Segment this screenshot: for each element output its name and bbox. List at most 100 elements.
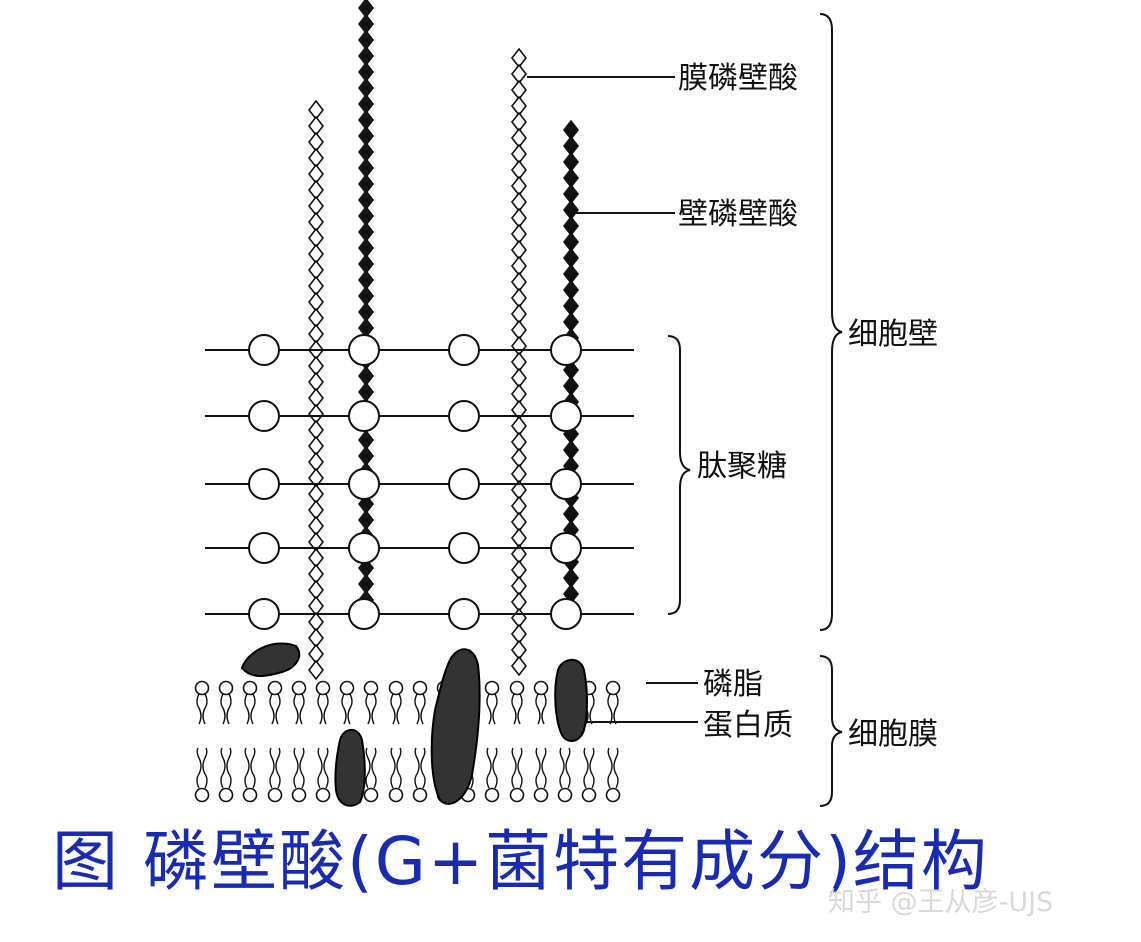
phospholipid-head bbox=[484, 680, 500, 696]
phospholipid-tail bbox=[414, 747, 420, 789]
phospholipid-tail bbox=[299, 747, 305, 789]
peptidoglycan-unit bbox=[550, 532, 582, 564]
phospholipid-head bbox=[315, 680, 331, 696]
phospholipid-tail bbox=[420, 747, 426, 789]
phospholipid-tail bbox=[202, 693, 208, 725]
phospholipid-tail bbox=[202, 747, 208, 789]
label-cell-wall: 细胞壁 bbox=[848, 317, 938, 352]
phospholipid-tail bbox=[196, 747, 202, 789]
open-diamond-unit bbox=[307, 659, 325, 681]
phospholipid-tail bbox=[517, 747, 523, 789]
phospholipid-head bbox=[484, 787, 500, 803]
phospholipid-tail bbox=[613, 747, 619, 789]
peptidoglycan-unit bbox=[448, 400, 480, 432]
phospholipid-tail bbox=[250, 693, 256, 725]
phospholipid-head bbox=[605, 787, 621, 803]
phospholipid-tail bbox=[226, 747, 232, 789]
phospholipid-tail bbox=[269, 747, 275, 789]
lipoteichoic-acid-chain-1 bbox=[307, 99, 325, 681]
phospholipid-tail bbox=[244, 747, 250, 789]
phospholipid-tail bbox=[396, 693, 402, 725]
phospholipid-head bbox=[557, 787, 573, 803]
phospholipid-tail bbox=[347, 693, 353, 725]
phospholipid-tail bbox=[323, 747, 329, 789]
phospholipid-tail bbox=[250, 747, 256, 789]
peptidoglycan-unit bbox=[550, 334, 582, 366]
label-wall-teichoic-acid: 壁磷壁酸 bbox=[678, 197, 798, 232]
phospholipid-tail bbox=[293, 693, 299, 725]
figure-caption: 图 磷壁酸(G+菌特有成分)结构 bbox=[52, 823, 989, 900]
phospholipid-head bbox=[533, 787, 549, 803]
phospholipid-head bbox=[194, 787, 210, 803]
phospholipid-tail bbox=[541, 747, 547, 789]
label-peptidoglycan: 肽聚糖 bbox=[697, 449, 787, 484]
phospholipid-tail bbox=[269, 693, 275, 725]
membrane-protein-2 bbox=[334, 728, 366, 807]
phospholipid-tail bbox=[371, 747, 377, 789]
phospholipid-tail bbox=[589, 747, 595, 789]
phospholipid-tail bbox=[589, 693, 595, 725]
phospholipid-tail bbox=[535, 747, 541, 789]
phospholipid-tail bbox=[390, 693, 396, 725]
membrane-protein-4 bbox=[554, 658, 588, 742]
phospholipid-tail bbox=[414, 693, 420, 725]
peptidoglycan-unit bbox=[248, 598, 280, 630]
peptidoglycan-unit bbox=[348, 400, 380, 432]
phospholipid-tail bbox=[317, 693, 323, 725]
watermark: 知乎 @王从彦-UJS bbox=[828, 887, 1054, 918]
phospholipid-tail bbox=[492, 747, 498, 789]
phospholipid-tail bbox=[486, 747, 492, 789]
phospholipid-tail bbox=[293, 747, 299, 789]
peptidoglycan-unit bbox=[550, 400, 582, 432]
label-lipoteichoic-acid: 膜磷壁酸 bbox=[678, 61, 798, 96]
phospholipid-head bbox=[605, 680, 621, 696]
phospholipid-tail bbox=[511, 747, 517, 789]
phospholipid-tail bbox=[226, 693, 232, 725]
label-phospholipid: 磷脂 bbox=[703, 667, 763, 702]
peptidoglycan-unit bbox=[448, 468, 480, 500]
wall-teichoic-acid-chain-1 bbox=[357, 0, 375, 611]
phospholipid-tail bbox=[420, 693, 426, 725]
phospholipid-head bbox=[581, 787, 597, 803]
peptidoglycan-unit bbox=[348, 468, 380, 500]
membrane-proteins bbox=[240, 642, 588, 807]
brace-cell-wall bbox=[819, 13, 843, 631]
phospholipid-tail bbox=[220, 747, 226, 789]
peptidoglycan-unit bbox=[348, 334, 380, 366]
peptidoglycan-unit bbox=[248, 334, 280, 366]
lipoteichoic-acid-chain-2 bbox=[510, 47, 528, 677]
phospholipid-head bbox=[194, 680, 210, 696]
phospholipid-tail bbox=[613, 693, 619, 725]
peptidoglycan-unit bbox=[448, 532, 480, 564]
peptidoglycan-unit bbox=[248, 400, 280, 432]
peptidoglycan-unit bbox=[550, 468, 582, 500]
membrane-protein-3 bbox=[430, 648, 481, 805]
peptidoglycan-layer bbox=[205, 334, 634, 630]
phospholipid-tail bbox=[541, 693, 547, 725]
brace-peptidoglycan bbox=[667, 335, 691, 615]
phospholipid-head bbox=[412, 787, 428, 803]
phospholipid-tail bbox=[341, 693, 347, 725]
peptidoglycan-unit bbox=[448, 598, 480, 630]
phospholipid-head bbox=[363, 787, 379, 803]
phospholipid-head bbox=[533, 680, 549, 696]
phospholipid-head bbox=[242, 787, 258, 803]
phospholipid-head bbox=[388, 680, 404, 696]
phospholipid-head bbox=[218, 680, 234, 696]
phospholipid-head bbox=[412, 680, 428, 696]
label-cell-membrane: 细胞膜 bbox=[848, 717, 938, 752]
phospholipid-tail bbox=[607, 693, 613, 725]
phospholipid-head bbox=[315, 787, 331, 803]
phospholipid-tail bbox=[299, 693, 305, 725]
phospholipid-tail bbox=[275, 747, 281, 789]
phospholipid-tail bbox=[583, 747, 589, 789]
phospholipid-head bbox=[363, 680, 379, 696]
phospholipid-head bbox=[291, 680, 307, 696]
phospholipid-tail bbox=[517, 693, 523, 725]
phospholipid-tail bbox=[275, 693, 281, 725]
phospholipid-head bbox=[267, 787, 283, 803]
phospholipid-tail bbox=[365, 747, 371, 789]
phospholipid-head bbox=[291, 787, 307, 803]
phospholipid-tail bbox=[492, 693, 498, 725]
open-diamond-unit bbox=[510, 655, 528, 677]
